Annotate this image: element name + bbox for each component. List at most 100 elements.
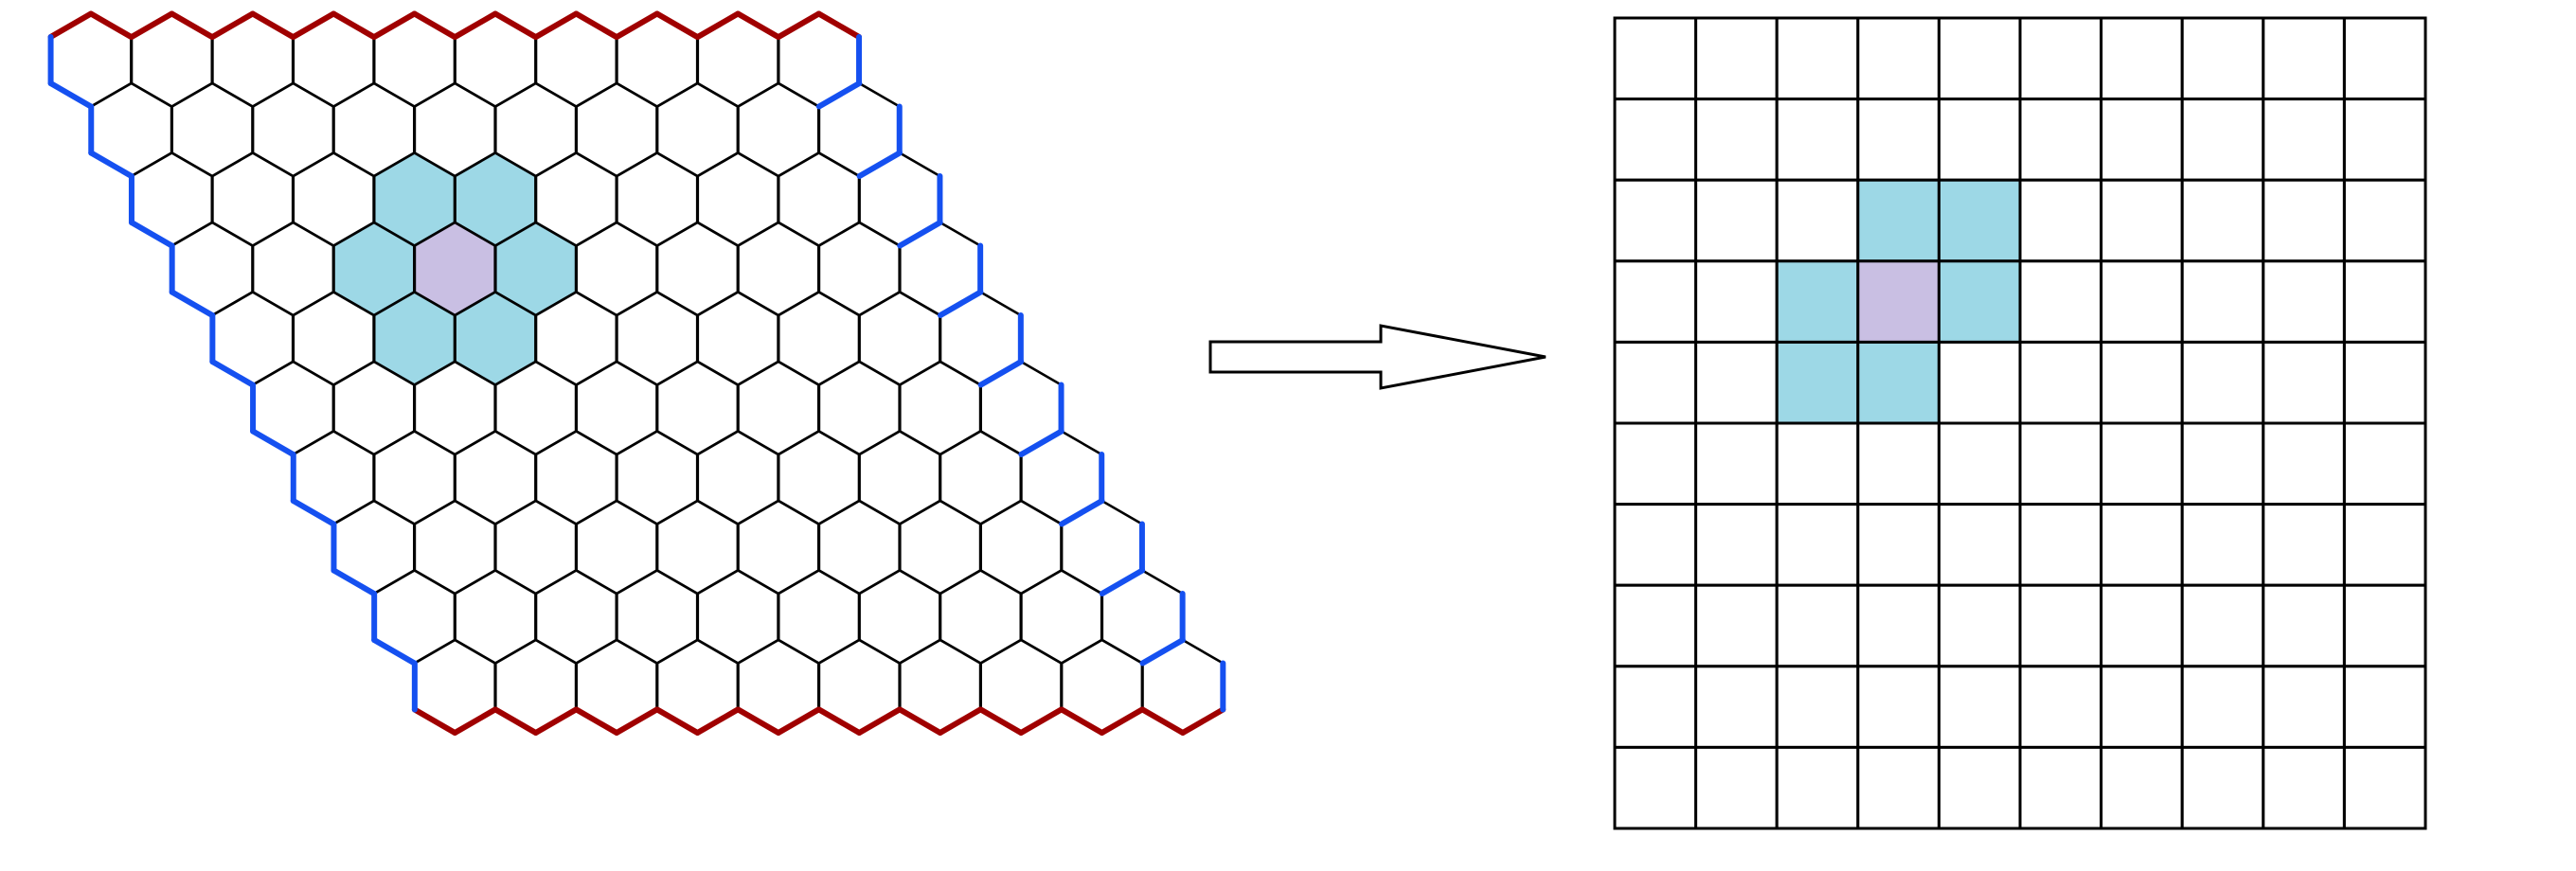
grid-cell bbox=[1856, 665, 1941, 749]
grid-cell bbox=[2180, 340, 2265, 425]
grid-cell bbox=[2100, 745, 2184, 830]
grid-cell bbox=[2262, 178, 2346, 263]
border-left-segment bbox=[47, 80, 94, 110]
grid-cell bbox=[1937, 340, 2022, 425]
grid-cell bbox=[2180, 665, 2265, 749]
border-top-segment bbox=[735, 10, 781, 40]
grid-cell bbox=[2180, 178, 2265, 263]
border-top-segment bbox=[88, 10, 134, 40]
grid-cell bbox=[2180, 583, 2265, 668]
border-right-segment bbox=[977, 359, 1025, 388]
border-top-segment bbox=[653, 10, 701, 40]
grid-cell bbox=[1856, 583, 1941, 668]
grid-cell bbox=[1613, 98, 1698, 182]
border-top-segment bbox=[573, 10, 619, 40]
border-bottom-segment bbox=[897, 706, 943, 736]
grid-cell bbox=[2100, 178, 2184, 263]
border-right-segment bbox=[1139, 637, 1186, 667]
border-left-segment bbox=[128, 220, 175, 249]
grid-cell bbox=[2018, 665, 2103, 749]
grid-cell bbox=[1775, 583, 1860, 668]
border-top-segment bbox=[532, 10, 580, 40]
border-top-segment bbox=[614, 10, 660, 40]
border-right-segment bbox=[856, 150, 903, 179]
border-left-segment bbox=[371, 637, 418, 667]
grid-cell bbox=[2100, 98, 2184, 182]
border-left-segment bbox=[88, 150, 134, 179]
grid-cell bbox=[2100, 503, 2184, 587]
border-bottom-segment bbox=[411, 706, 458, 736]
grid-cell bbox=[1613, 665, 1698, 749]
border-top-segment bbox=[249, 10, 296, 40]
grid-cell bbox=[2342, 178, 2427, 263]
grid-cell bbox=[1775, 178, 1860, 263]
border-bottom-segment bbox=[1059, 706, 1105, 736]
grid-cell bbox=[2342, 16, 2427, 101]
border-top-segment bbox=[694, 10, 742, 40]
grid-cell bbox=[1613, 583, 1698, 668]
grid-cell bbox=[2342, 665, 2427, 749]
grid-cell bbox=[1856, 745, 1941, 830]
border-right-segment bbox=[1018, 428, 1064, 457]
grid-cell bbox=[2262, 665, 2346, 749]
grid-cell bbox=[2018, 98, 2103, 182]
grid-cell bbox=[2342, 98, 2427, 182]
grid-cell bbox=[2018, 259, 2103, 344]
grid-cell bbox=[2018, 421, 2103, 507]
grid-cell bbox=[1937, 421, 2022, 507]
border-bottom-segment bbox=[654, 706, 701, 736]
grid-cell-neighbor bbox=[1937, 259, 2022, 344]
grid-cell bbox=[1694, 745, 1779, 830]
grid-cell bbox=[1856, 98, 1941, 182]
border-bottom-segment bbox=[775, 706, 822, 736]
border-top-segment bbox=[290, 10, 337, 40]
grid-cell bbox=[2100, 583, 2184, 668]
grid-cell-neighbor bbox=[1856, 178, 1941, 263]
grid-cell bbox=[1937, 16, 2022, 101]
grid-cell bbox=[2100, 340, 2184, 425]
grid-cell bbox=[2180, 745, 2265, 830]
grid-cell bbox=[1775, 745, 1860, 830]
grid-cell bbox=[2180, 259, 2265, 344]
grid-cell bbox=[1694, 98, 1779, 182]
grid-cell bbox=[1694, 421, 1779, 507]
grid-cell bbox=[2342, 745, 2427, 830]
square-grid bbox=[1613, 16, 2427, 830]
border-right-segment bbox=[1059, 498, 1105, 527]
grid-cell bbox=[2262, 340, 2346, 425]
border-bottom-segment bbox=[492, 706, 539, 736]
border-right-segment bbox=[815, 80, 863, 110]
grid-cell bbox=[1775, 665, 1860, 749]
grid-cell bbox=[1775, 503, 1860, 587]
grid-cell bbox=[2342, 259, 2427, 344]
border-top-segment bbox=[411, 10, 458, 40]
grid-cell bbox=[2262, 16, 2346, 101]
border-bottom-segment bbox=[735, 706, 781, 736]
hollow-arrow-right-icon bbox=[1208, 324, 1547, 390]
border-top-segment bbox=[776, 10, 822, 40]
border-top-segment bbox=[815, 10, 863, 40]
grid-cell bbox=[1937, 98, 2022, 182]
grid-cell bbox=[1613, 178, 1698, 263]
grid-cell bbox=[1856, 421, 1941, 507]
border-bottom-segment bbox=[815, 706, 863, 736]
hex-board bbox=[49, 12, 1225, 735]
grid-cell bbox=[1694, 583, 1779, 668]
border-top-segment bbox=[169, 10, 215, 40]
hex-board-border bbox=[47, 10, 1226, 736]
grid-cell bbox=[2018, 16, 2103, 101]
grid-cell bbox=[1694, 16, 1779, 101]
grid-cell bbox=[2262, 421, 2346, 507]
grid-cell bbox=[1937, 503, 2022, 587]
border-left-segment bbox=[250, 428, 296, 457]
border-bottom-segment bbox=[452, 706, 498, 736]
border-right-segment bbox=[897, 220, 943, 249]
grid-cell bbox=[2262, 583, 2346, 668]
grid-cell bbox=[2262, 98, 2346, 182]
border-top-segment bbox=[47, 10, 94, 40]
grid-cell bbox=[2018, 340, 2103, 425]
grid-cell bbox=[1694, 503, 1779, 587]
grid-cell bbox=[1613, 421, 1698, 507]
grid-cell bbox=[1694, 259, 1779, 344]
border-bottom-segment bbox=[937, 706, 984, 736]
